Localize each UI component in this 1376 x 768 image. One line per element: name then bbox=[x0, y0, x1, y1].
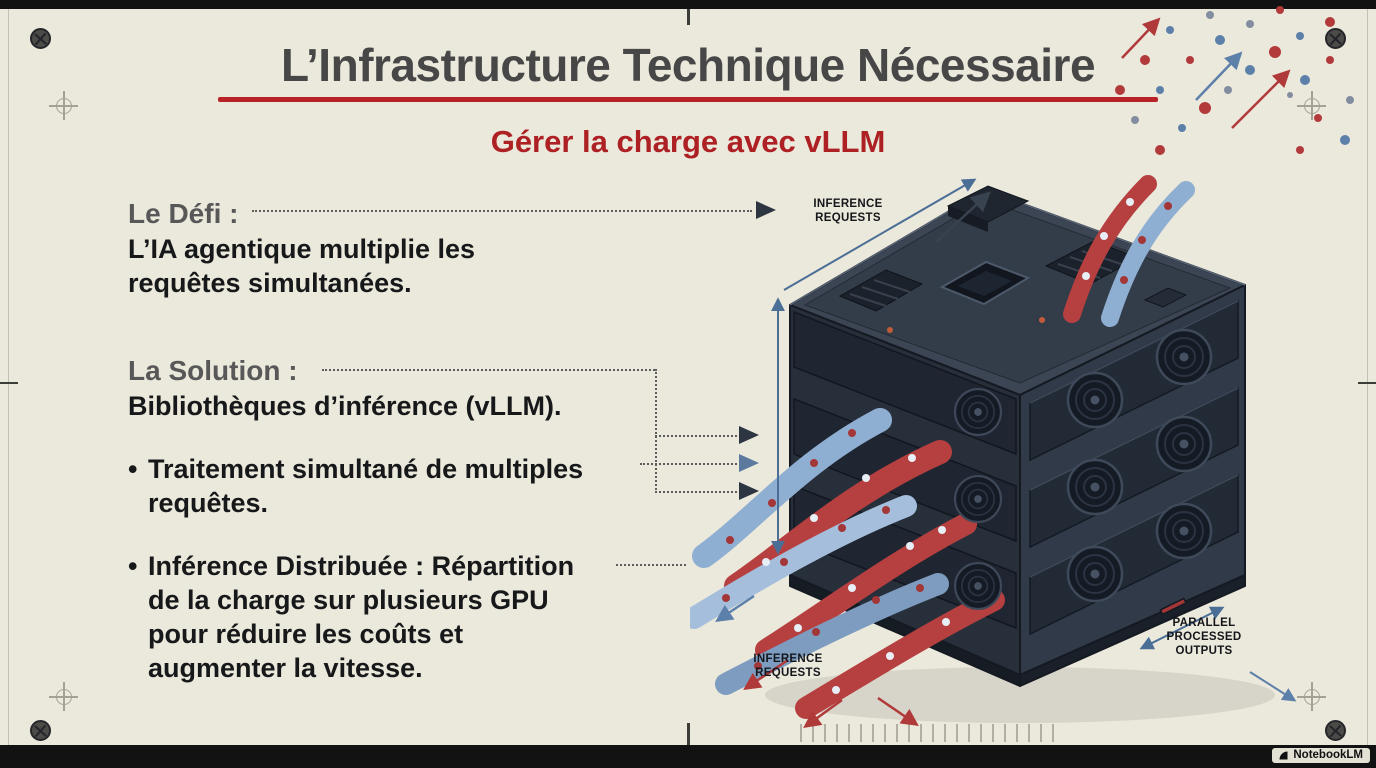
registration-mark bbox=[49, 682, 78, 711]
screw-bottom-right bbox=[1325, 720, 1346, 741]
registration-mark bbox=[1297, 91, 1326, 120]
watermark-pill: NotebookLM bbox=[1272, 748, 1370, 763]
right-edge-line bbox=[1367, 9, 1368, 745]
title-underline bbox=[218, 97, 1158, 102]
watermark-text: NotebookLM bbox=[1293, 749, 1363, 761]
arrow-right-icon bbox=[739, 454, 759, 472]
defi-line: requêtes simultanées. bbox=[128, 268, 412, 298]
leader-stub bbox=[640, 463, 737, 465]
defi-label: Le Défi : bbox=[128, 198, 239, 229]
leader-solution-vertical bbox=[655, 369, 657, 493]
bullet-item: • Traitement simultané de multiples requ… bbox=[128, 452, 583, 520]
arrow-right-icon bbox=[756, 201, 776, 219]
label-inference-requests-top: INFERENCE REQUESTS bbox=[813, 198, 883, 224]
solution-text: Bibliothèques d’inférence (vLLM). bbox=[128, 389, 562, 423]
screw-top-left bbox=[30, 28, 51, 49]
bullet-line: de la charge sur plusieurs GPU bbox=[148, 585, 549, 615]
output-ribbons bbox=[1063, 175, 1195, 327]
screw-top-right bbox=[1325, 28, 1346, 49]
leader-solution bbox=[322, 369, 655, 371]
defi-line: L’IA agentique multiplie les bbox=[128, 234, 476, 264]
center-tick-left bbox=[0, 382, 18, 384]
ruler-ticks bbox=[800, 724, 1062, 742]
leader-stub bbox=[655, 435, 737, 437]
page-title: L’Infrastructure Technique Nécessaire bbox=[280, 39, 1096, 91]
bullet-marker: • bbox=[128, 454, 138, 484]
defi-text: L’IA agentique multiplie les requêtes si… bbox=[128, 232, 475, 300]
center-tick-right bbox=[1358, 382, 1376, 384]
screw-bottom-left bbox=[30, 720, 51, 741]
bullet-marker: • bbox=[128, 551, 138, 581]
solution-line: Bibliothèques d’inférence (vLLM). bbox=[128, 391, 562, 421]
leader-bullet2 bbox=[616, 564, 686, 566]
bullet-line: pour réduire les coûts et bbox=[148, 619, 464, 649]
bullet-line: requêtes. bbox=[148, 488, 269, 518]
bullet-item: • Inférence Distribuée : Répartition de … bbox=[128, 549, 574, 685]
bullet-line: Traitement simultané de multiples bbox=[148, 454, 584, 484]
arrow-right-icon bbox=[739, 482, 759, 500]
bullet-line: augmenter la vitesse. bbox=[148, 653, 423, 683]
left-edge-line bbox=[8, 9, 9, 745]
arrow-right-icon bbox=[739, 426, 759, 444]
registration-mark bbox=[1297, 682, 1326, 711]
server-illustration bbox=[690, 6, 1354, 729]
dimension-arrows bbox=[715, 178, 1297, 729]
leader-defi bbox=[252, 210, 752, 212]
center-tick-top bbox=[687, 9, 690, 25]
ribbon-dots-out bbox=[1082, 198, 1172, 284]
label-parallel-outputs: PARALLEL PROCESSED OUTPUTS bbox=[1166, 617, 1242, 657]
registration-mark bbox=[49, 91, 78, 120]
center-tick-bottom bbox=[687, 723, 690, 745]
bullet-line: Inférence Distribuée : Répartition bbox=[148, 551, 575, 581]
notebooklm-logo-icon bbox=[1279, 751, 1288, 759]
label-inference-requests-bottom: INFERENCE REQUESTS bbox=[753, 653, 823, 679]
top-frame-bar bbox=[0, 0, 1376, 9]
page-subtitle: Gérer la charge avec vLLM bbox=[490, 124, 886, 159]
solution-label: La Solution : bbox=[128, 355, 298, 386]
leader-stub bbox=[655, 491, 737, 493]
bottom-frame-bar bbox=[0, 745, 1376, 768]
output-dot-scatter bbox=[1115, 6, 1354, 155]
